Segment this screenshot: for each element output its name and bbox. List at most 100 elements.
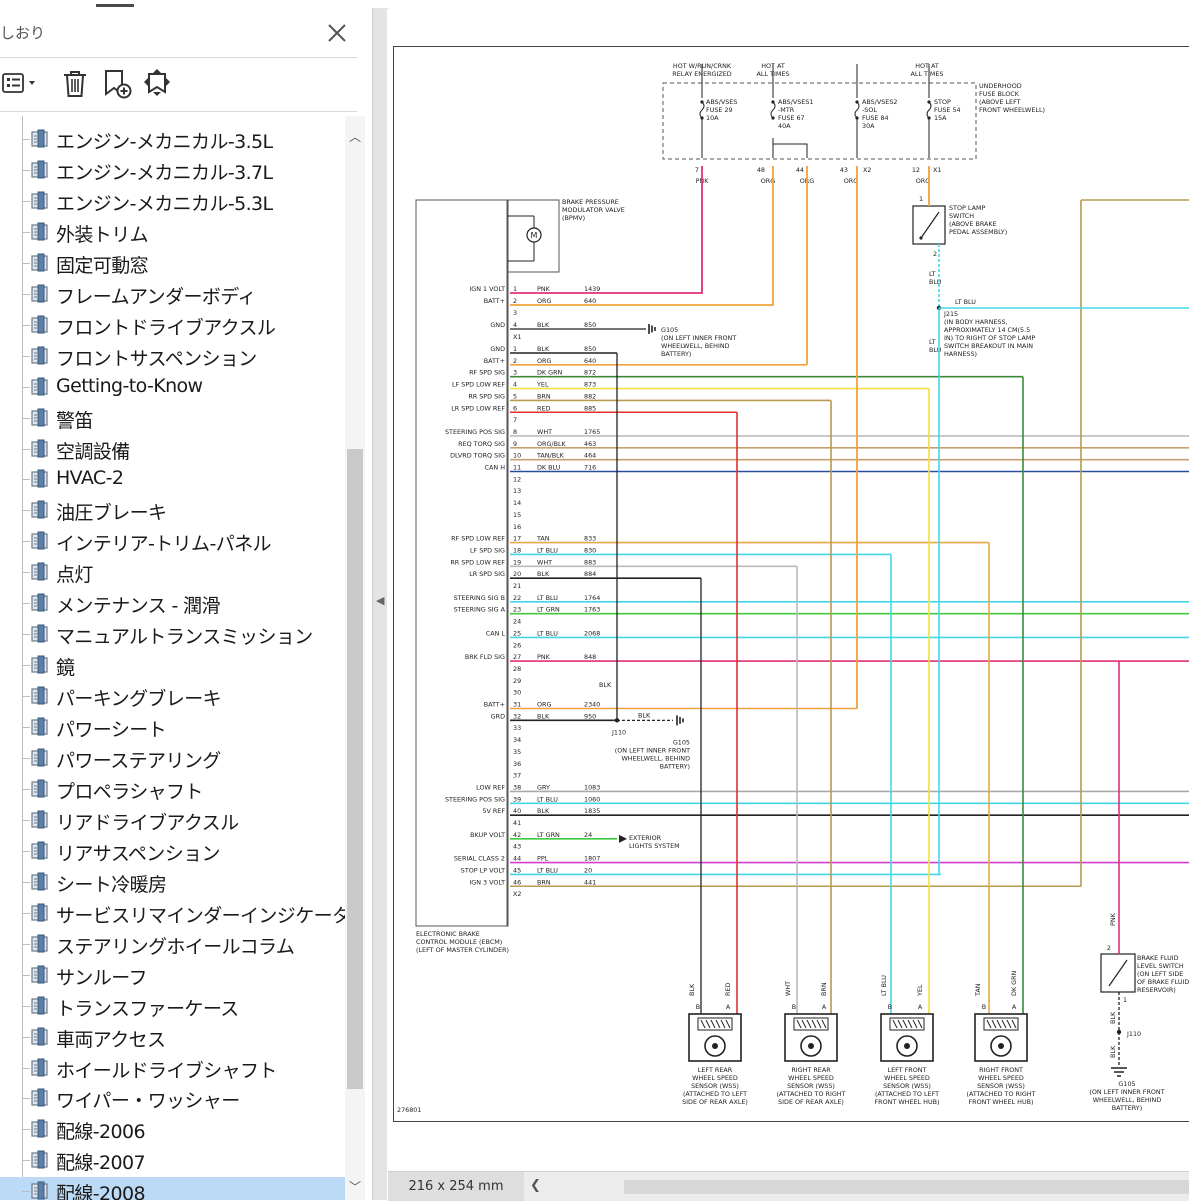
bookmark-item[interactable]: パワーシート bbox=[0, 713, 345, 741]
pin-number: 2 bbox=[513, 297, 517, 305]
wire-color-label: ORG/BLK bbox=[537, 440, 567, 448]
bookmark-item[interactable]: ホイールドライブシャフト bbox=[0, 1054, 345, 1082]
bookmark-item[interactable]: メンテナンス - 潤滑 bbox=[0, 589, 345, 617]
bookmark-item[interactable]: リアサスペンション bbox=[0, 837, 345, 865]
document-page bbox=[393, 46, 1189, 1122]
bookmark-item[interactable]: 配線-2008 bbox=[0, 1177, 345, 1200]
bookmark-item[interactable]: 配線-2007 bbox=[0, 1146, 345, 1174]
panel-splitter[interactable]: ◀ bbox=[373, 8, 387, 1200]
circuit-number: 1060 bbox=[584, 795, 600, 803]
status-bar: 216 x 254 mm ❮ bbox=[388, 1171, 1189, 1201]
add-bookmark-button[interactable] bbox=[100, 66, 136, 100]
bookmark-item[interactable]: ワイパー・ワッシャー bbox=[0, 1084, 345, 1112]
wire-color-label: DK GRN bbox=[1010, 970, 1018, 996]
scroll-down-icon[interactable]: ﹀ bbox=[349, 1180, 362, 1194]
bookmark-item[interactable]: 車両アクセス bbox=[0, 1023, 345, 1051]
bookmark-label: 油圧ブレーキ bbox=[56, 502, 167, 525]
bookmark-item[interactable]: エンジン-メカニカル-3.5L bbox=[0, 125, 345, 153]
bookmark-item[interactable]: 配線-2006 bbox=[0, 1115, 345, 1143]
pin-letter: B bbox=[888, 1003, 892, 1011]
bookmark-scrollbar[interactable]: ︿ ﹀ bbox=[345, 116, 365, 1200]
circuit-number: 850 bbox=[584, 345, 596, 353]
ground-symbol bbox=[648, 324, 656, 334]
sensor-coil-winding bbox=[710, 1019, 716, 1029]
bookmark-icon bbox=[30, 934, 52, 958]
bookmark-item[interactable]: ステアリングホイールコラム bbox=[0, 930, 345, 958]
delete-bookmark-button[interactable] bbox=[58, 66, 94, 100]
tree-connector-tick bbox=[22, 758, 30, 759]
sensor-hub bbox=[998, 1043, 1004, 1049]
sensor-hub bbox=[712, 1043, 718, 1049]
close-panel-button[interactable] bbox=[324, 20, 350, 46]
bookmark-item[interactable]: 固定可動窓 bbox=[0, 249, 345, 277]
bookmark-item[interactable]: トランスファーケース bbox=[0, 992, 345, 1020]
options-menu-button[interactable] bbox=[0, 66, 40, 100]
splice-dot bbox=[1116, 1029, 1122, 1035]
bookmark-item[interactable]: エンジン-メカニカル-5.3L bbox=[0, 187, 345, 215]
bookmark-item[interactable]: フレームアンダーボディ bbox=[0, 280, 345, 308]
bookmark-item[interactable]: 外装トリム bbox=[0, 218, 345, 246]
bookmark-item[interactable]: サンルーフ bbox=[0, 961, 345, 989]
bookmark-item[interactable]: マニュアルトランスミッション bbox=[0, 620, 345, 648]
ebcm-box bbox=[415, 199, 509, 927]
expand-bookmark-button[interactable] bbox=[140, 66, 176, 100]
circuit-number: 883 bbox=[584, 558, 596, 566]
bookmark-label: 点灯 bbox=[56, 564, 93, 587]
circuit-number: 884 bbox=[584, 570, 596, 578]
signal-label: LR SPD LOW REF bbox=[451, 404, 505, 412]
scroll-left-icon[interactable]: ❮ bbox=[530, 1178, 541, 1193]
stop-lamp-switch bbox=[912, 205, 946, 245]
circuit-number: 1083 bbox=[584, 783, 600, 791]
bookmark-item[interactable]: 油圧ブレーキ bbox=[0, 496, 345, 524]
sensor-coil-winding bbox=[801, 1019, 807, 1029]
wire-color-label: BLK bbox=[1109, 1011, 1117, 1024]
bookmark-item[interactable]: フロントドライブアクスル bbox=[0, 311, 345, 339]
bookmark-item[interactable]: 警笛 bbox=[0, 404, 345, 432]
pin-number: 2 bbox=[933, 250, 937, 258]
pin-number: 34 bbox=[513, 736, 521, 744]
sensor-wheel bbox=[990, 1035, 1012, 1057]
tree-connector-tick bbox=[22, 819, 30, 821]
connector-tag: X1 bbox=[933, 166, 941, 174]
signal-label: CAN H bbox=[485, 464, 506, 472]
bookmark-item[interactable]: HVAC-2 bbox=[0, 465, 345, 493]
signal-label: BATT+ bbox=[484, 297, 505, 305]
pin-number: 44 bbox=[513, 855, 521, 863]
bookmark-item[interactable]: 鏡 bbox=[0, 651, 345, 679]
bookmark-item[interactable]: インテリア-トリム-パネル bbox=[0, 527, 345, 555]
horizontal-scrollbar-thumb[interactable] bbox=[624, 1180, 1189, 1194]
bookmark-icon bbox=[30, 1119, 52, 1143]
bookmark-icon bbox=[30, 717, 52, 741]
bookmark-item[interactable]: Getting-to-Know bbox=[0, 373, 345, 401]
sensor-coil-winding bbox=[725, 1019, 731, 1029]
wheel-speed-sensor bbox=[688, 1013, 742, 1062]
scrollbar-thumb[interactable] bbox=[347, 449, 363, 1089]
bookmark-label: インテリア-トリム-パネル bbox=[56, 533, 272, 556]
bookmark-item[interactable]: リアドライブアクスル bbox=[0, 806, 345, 834]
bookmark-item[interactable]: プロペラシャフト bbox=[0, 775, 345, 803]
bookmark-item[interactable]: フロントサスペンション bbox=[0, 342, 345, 370]
wire-color-label: BLK bbox=[537, 807, 550, 815]
circuit-number: 20 bbox=[584, 866, 592, 874]
bookmark-item[interactable]: シート冷暖房 bbox=[0, 868, 345, 896]
tree-connector-tick bbox=[22, 943, 30, 945]
bookmark-item[interactable]: 点灯 bbox=[0, 558, 345, 586]
signal-label: IGN 3 VOLT bbox=[469, 878, 505, 886]
wire-color-label: BLK bbox=[537, 345, 550, 353]
bookmark-item[interactable]: パワーステアリング bbox=[0, 744, 345, 772]
bookmark-item[interactable]: パーキングブレーキ bbox=[0, 682, 345, 710]
signal-label: REQ TORQ SIG bbox=[458, 440, 505, 448]
collapse-panel-icon[interactable]: ◀ bbox=[376, 594, 385, 607]
scroll-up-icon[interactable]: ︿ bbox=[349, 130, 362, 144]
wire-color-label: BLK bbox=[638, 711, 651, 719]
bookmark-label: 配線-2006 bbox=[56, 1121, 146, 1144]
signal-label: DLVRD TORQ SIG bbox=[450, 452, 505, 460]
wheel-speed-sensor bbox=[974, 1013, 1028, 1062]
bookmark-item[interactable]: 空調設備 bbox=[0, 435, 345, 463]
bookmark-item[interactable]: サービスリマインダーインジケーター bbox=[0, 899, 345, 927]
bookmark-item[interactable]: エンジン-メカニカル-3.7L bbox=[0, 156, 345, 184]
tree-connector-tick bbox=[22, 696, 30, 698]
